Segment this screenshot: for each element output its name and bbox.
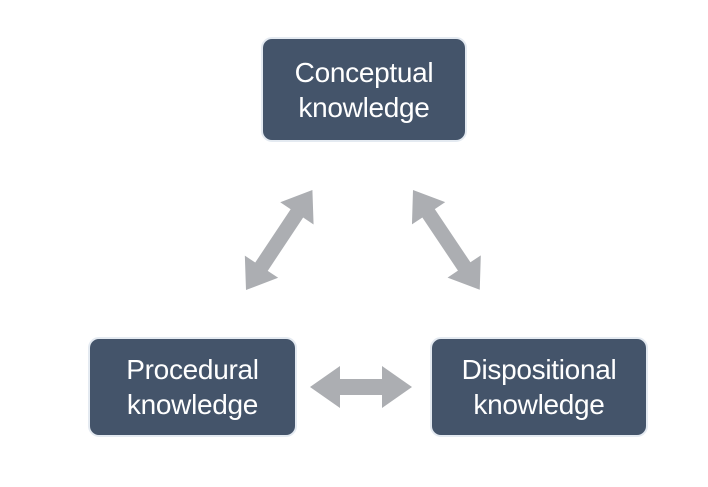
node-procedural-knowledge-label: Procedural knowledge	[126, 354, 259, 420]
double-arrow-conceptual-dispositional-icon	[411, 190, 481, 290]
node-procedural-knowledge: Procedural knowledge	[88, 337, 297, 437]
double-arrow-procedural-dispositional-icon	[310, 366, 412, 408]
node-dispositional-knowledge-label: Dispositional knowledge	[461, 354, 617, 420]
node-dispositional-knowledge: Dispositional knowledge	[430, 337, 648, 437]
node-conceptual-knowledge-label: Conceptual knowledge	[294, 56, 434, 123]
double-arrow-conceptual-procedural-icon	[244, 190, 314, 290]
node-conceptual-knowledge: Conceptual knowledge	[261, 37, 467, 142]
